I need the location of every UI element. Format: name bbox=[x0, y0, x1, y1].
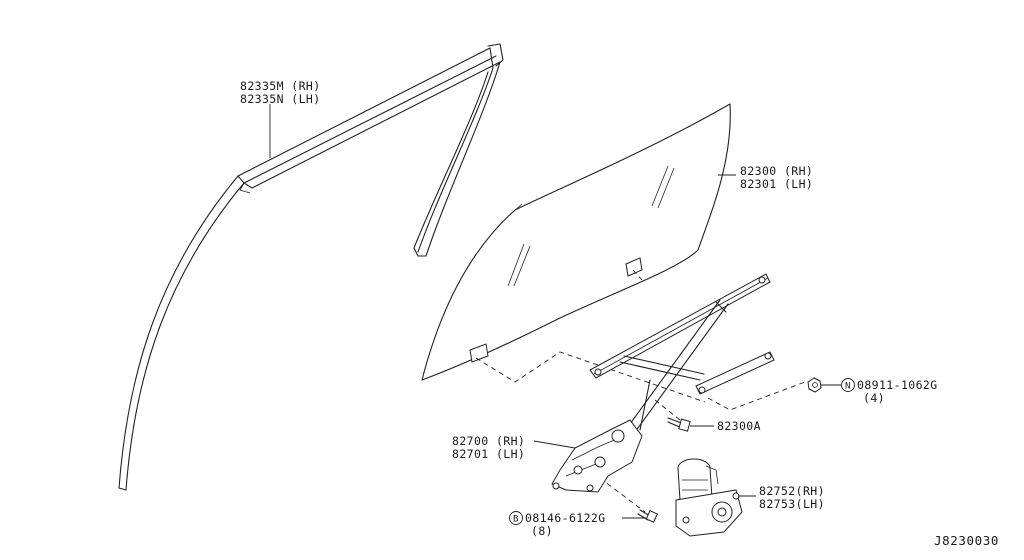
sash-moulding bbox=[118, 43, 504, 491]
label-motor-lh: 82753(LH) bbox=[759, 497, 825, 511]
label-moulding-lh: 82335N (LH) bbox=[240, 92, 321, 106]
alignment-line bbox=[654, 399, 681, 421]
label-motor-rh: 82752(RH) bbox=[759, 484, 825, 498]
label-regulator-rh: 82700 (RH) bbox=[452, 434, 525, 448]
label-glass-rh: 82300 (RH) bbox=[740, 164, 813, 178]
symbol-b-circle bbox=[509, 511, 523, 525]
alignment-line bbox=[632, 269, 643, 281]
label-nut-qty: (4) bbox=[863, 391, 885, 405]
diagram-id: J8230030 bbox=[934, 533, 999, 548]
callout-moulding: 82335M (RH) 82335N (LH) bbox=[240, 79, 321, 158]
label-glass-lh: 82301 (LH) bbox=[740, 177, 813, 191]
label-bolt-a: 82300A bbox=[717, 419, 761, 433]
callout-regulator: 82700 (RH) 82701 (LH) bbox=[452, 434, 576, 461]
nut-08911 bbox=[807, 377, 822, 393]
bolt-82300A bbox=[667, 417, 691, 432]
label-bolt-b-part: 08146-6122G bbox=[525, 511, 606, 525]
symbol-n: N bbox=[845, 382, 851, 392]
label-bolt-b-qty: (8) bbox=[531, 524, 553, 538]
label-regulator-lh: 82701 (LH) bbox=[452, 447, 525, 461]
callout-bolt-b: B 08146-6122G (8) bbox=[509, 511, 646, 538]
symbol-b: B bbox=[513, 515, 519, 525]
door-glass bbox=[421, 103, 731, 381]
bolt-08146 bbox=[637, 509, 658, 523]
callout-glass: 82300 (RH) 82301 (LH) bbox=[718, 164, 813, 191]
alignment-line bbox=[707, 381, 806, 411]
label-nut-part: 08911-1062G bbox=[857, 378, 938, 392]
symbol-n-circle bbox=[841, 378, 855, 392]
callout-bolt-a: 82300A bbox=[690, 419, 761, 433]
callout-motor: 82752(RH) 82753(LH) bbox=[738, 484, 825, 511]
alignment-line bbox=[475, 351, 706, 403]
regulator-motor bbox=[675, 458, 743, 537]
label-moulding-rh: 82335M (RH) bbox=[240, 79, 321, 93]
callout-nut: N 08911-1062G (4) bbox=[821, 378, 938, 405]
alignment-line bbox=[599, 477, 646, 513]
leader-line bbox=[533, 440, 576, 449]
window-regulator bbox=[551, 273, 775, 493]
